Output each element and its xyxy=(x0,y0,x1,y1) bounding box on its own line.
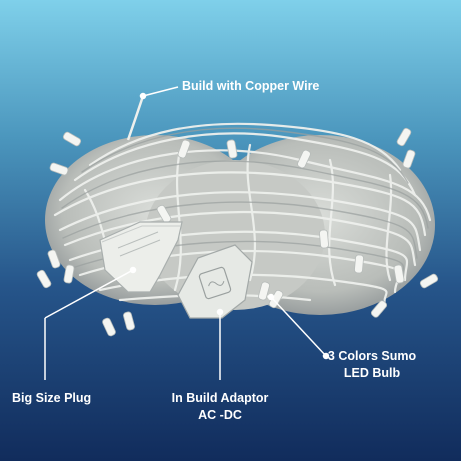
callout-led-bulb-line1: 3 Colors Sumo xyxy=(327,349,417,363)
led-bulbs xyxy=(36,127,439,337)
callout-led-bulb-line2: LED Bulb xyxy=(343,366,401,380)
callout-adaptor: In Build Adaptor AC -DC xyxy=(165,390,275,424)
callout-copper-wire: Build with Copper Wire xyxy=(182,78,319,95)
callout-led-bulb: 3 Colors Sumo LED Bulb xyxy=(322,348,422,382)
callout-adaptor-line2: AC -DC xyxy=(198,408,242,422)
wire-strands-shadow xyxy=(61,127,429,287)
callout-adaptor-line1: In Build Adaptor xyxy=(171,391,269,405)
callout-plug-text: Big Size Plug xyxy=(12,391,92,405)
callout-plug: Big Size Plug xyxy=(12,390,91,407)
callout-copper-wire-text: Build with Copper Wire xyxy=(182,79,320,93)
plug-body xyxy=(99,221,183,293)
callout-line-copper-wire xyxy=(139,86,179,100)
callout-line-plug xyxy=(44,266,137,380)
callout-line-led-bulb xyxy=(267,293,330,360)
callout-line-adaptor xyxy=(216,308,224,380)
adaptor-body xyxy=(177,244,253,319)
